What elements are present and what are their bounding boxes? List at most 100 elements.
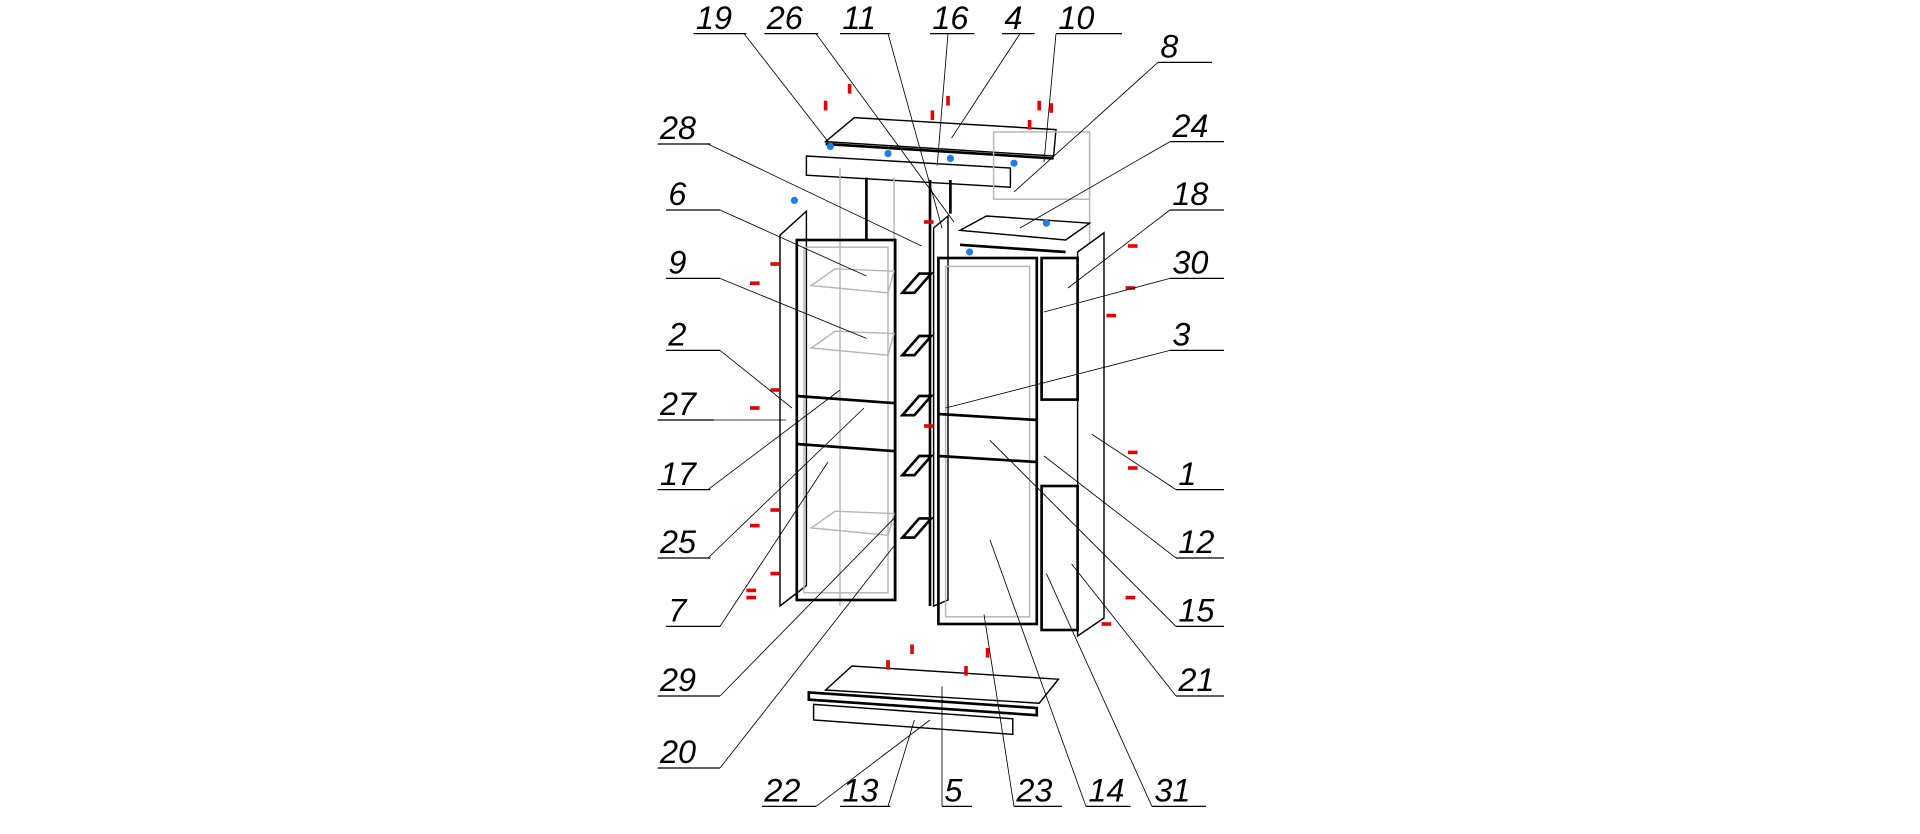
callout-24: 24 (1019, 108, 1224, 229)
callout-16: 16 (930, 0, 975, 166)
callout-17: 17 (657, 389, 841, 492)
callout-1: 1 (1091, 434, 1224, 492)
leader-line (989, 440, 1177, 627)
callout-14: 14 (989, 539, 1131, 809)
callout-3: 3 (945, 317, 1224, 409)
callout-4: 4 (951, 0, 1035, 139)
callout-8: 8 (1013, 29, 1212, 193)
leader-line (1091, 434, 1177, 490)
callout-26: 26 (764, 0, 955, 223)
leader-line (1043, 277, 1171, 313)
callout-21: 21 (1071, 563, 1224, 698)
callout-31: 31 (1046, 573, 1206, 809)
leader-line (719, 545, 895, 769)
leader-line (951, 33, 1021, 139)
part-number-label: 17 (660, 456, 698, 492)
part-number-label: 15 (1178, 593, 1215, 629)
leader-line (983, 614, 1015, 807)
right-shelf (957, 215, 1092, 241)
plinth (812, 703, 1014, 736)
leader-line (1071, 563, 1177, 697)
callout-28: 28 (657, 110, 922, 247)
leader-line (719, 278, 867, 339)
part-number-label: 5 (944, 773, 963, 809)
callout-15: 15 (989, 440, 1224, 629)
part-number-label: 10 (1058, 0, 1094, 36)
part-number-label: 9 (668, 245, 686, 281)
part-number-label: 25 (659, 524, 697, 560)
leader-line (1013, 62, 1159, 193)
callout-9: 9 (666, 245, 867, 339)
part-number-label: 11 (842, 0, 876, 36)
callout-23: 23 (983, 614, 1062, 809)
leader-line (719, 350, 793, 409)
leader-line (1019, 141, 1171, 229)
fastener-marks (746, 84, 1138, 676)
leader-line (1067, 209, 1171, 289)
wardrobe-drawing (746, 84, 1138, 736)
callout-2: 2 (666, 317, 793, 409)
leader-line (743, 33, 829, 142)
leader-line (719, 518, 895, 697)
leader-line (887, 33, 943, 229)
callout-12: 12 (1043, 455, 1224, 560)
part-number-label: 16 (932, 0, 969, 36)
callout-27: 27 (657, 386, 786, 422)
right-side-panel (1076, 231, 1105, 638)
leader-line (945, 349, 1171, 409)
callout-7: 7 (666, 461, 829, 629)
part-number-label: 24 (1171, 108, 1208, 144)
callout-13: 13 (840, 719, 915, 809)
leader-line (707, 407, 865, 559)
part-number-label: 29 (659, 662, 696, 698)
bottom-panel (823, 665, 1060, 704)
callout-30: 30 (1043, 245, 1224, 313)
left-side-panel (779, 209, 808, 608)
part-number-label: 12 (1178, 524, 1214, 560)
part-number-label: 13 (842, 773, 878, 809)
leader-line (815, 719, 931, 807)
leader-line (1046, 573, 1153, 807)
callout-10: 10 (1043, 0, 1122, 163)
top-panel (823, 116, 1057, 157)
leader-line (989, 539, 1087, 807)
leader-line (707, 389, 841, 490)
callout-5: 5 (941, 686, 972, 809)
leader-line (1043, 33, 1057, 163)
part-number-label: 8 (1160, 29, 1178, 65)
callout-19: 19 (693, 0, 829, 142)
callout-22: 22 (762, 719, 931, 809)
part-number-label: 4 (1004, 0, 1022, 36)
part-number-label: 26 (766, 0, 804, 36)
part-number-label: 14 (1088, 773, 1124, 809)
leader-line (936, 33, 949, 166)
part-number-label: 19 (696, 0, 732, 36)
part-number-label: 3 (1172, 317, 1190, 353)
leader-line (815, 33, 955, 223)
part-number-label: 20 (659, 734, 696, 770)
callout-6: 6 (666, 176, 867, 277)
part-number-label: 7 (668, 593, 688, 629)
right-door (937, 256, 1039, 626)
part-number-label: 1 (1178, 456, 1196, 492)
callout-11: 11 (840, 0, 943, 229)
part-number-label: 28 (659, 110, 696, 146)
part-number-label: 31 (1154, 773, 1190, 809)
part-number-label: 21 (1177, 662, 1214, 698)
part-number-label: 27 (659, 386, 698, 422)
callout-29: 29 (657, 518, 895, 698)
part-number-label: 22 (763, 773, 800, 809)
leader-line (719, 209, 867, 277)
callout-20: 20 (657, 545, 895, 770)
part-number-label: 6 (668, 176, 687, 212)
leader-line (719, 461, 829, 627)
left-door (795, 238, 897, 602)
part-number-label: 30 (1172, 245, 1208, 281)
top-rail (805, 155, 1012, 188)
callout-18: 18 (1067, 176, 1224, 289)
leader-line (1043, 455, 1177, 559)
callout-25: 25 (657, 407, 865, 560)
leader-line (887, 719, 915, 807)
